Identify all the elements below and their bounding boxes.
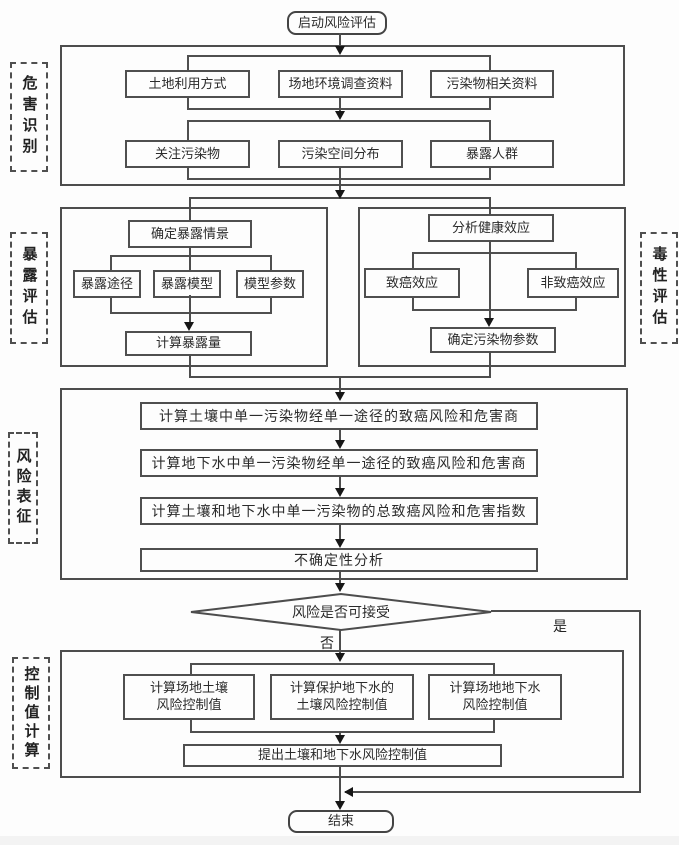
box-groundwater-single-pollutant-risk: 计算地下水中单一污染物经单一途径的致癌风险和危害商 bbox=[140, 449, 538, 477]
connector bbox=[339, 629, 341, 654]
box-total-carcinogenic-risk: 计算土壤和地下水中单一污染物的总致癌风险和危害指数 bbox=[140, 497, 538, 525]
connector bbox=[339, 523, 341, 540]
connector bbox=[489, 240, 491, 319]
connector bbox=[339, 475, 341, 489]
label-control-value-calculation: 控制值计算 bbox=[12, 657, 50, 769]
section-toxicity-assessment bbox=[358, 207, 626, 367]
box-determine-pollutant-parameters: 确定污染物参数 bbox=[430, 327, 556, 353]
box-exposed-population: 暴露人群 bbox=[430, 140, 554, 168]
box-site-soil-control-value: 计算场地土壤 风险控制值 bbox=[123, 674, 255, 720]
arrowhead-down bbox=[335, 190, 345, 199]
connector bbox=[189, 199, 191, 220]
box-determine-exposure-scenario: 确定暴露情景 bbox=[128, 220, 252, 248]
connector bbox=[339, 377, 341, 393]
arrowhead-down bbox=[335, 46, 345, 55]
box-soil-single-pollutant-risk: 计算土壤中单一污染物经单一途径的致癌风险和危害商 bbox=[140, 402, 538, 430]
box-pollution-spatial-distribution: 污染空间分布 bbox=[278, 140, 403, 168]
box-groundwater-protection-soil-control-value: 计算保护地下水的 土壤风险控制值 bbox=[270, 674, 414, 720]
arrowhead-down bbox=[335, 488, 345, 497]
box-land-use: 土地利用方式 bbox=[125, 70, 250, 98]
box-calculate-exposure: 计算暴露量 bbox=[125, 331, 252, 356]
label-toxicity-assessment: 毒性评估 bbox=[640, 232, 678, 344]
connector bbox=[489, 351, 491, 377]
start-node: 启动风险评估 bbox=[287, 11, 387, 35]
box-site-survey-data: 场地环境调查资料 bbox=[278, 70, 403, 98]
box-carcinogenic-effect: 致癌效应 bbox=[364, 268, 460, 298]
arrowhead-down bbox=[335, 735, 345, 744]
arrowhead-down bbox=[335, 111, 345, 120]
arrowhead-down bbox=[335, 801, 345, 810]
connector bbox=[189, 354, 191, 377]
connector-yes-branch bbox=[639, 610, 641, 793]
box-exposure-pathway: 暴露途径 bbox=[73, 270, 141, 298]
label-exposure-assessment: 暴露评估 bbox=[10, 232, 48, 344]
connector bbox=[189, 246, 191, 271]
label-hazard-identification: 危害识别 bbox=[10, 62, 48, 172]
connector-yes-branch bbox=[345, 791, 641, 793]
arrowhead-down bbox=[335, 539, 345, 548]
label-risk-characterization: 风险表征 bbox=[8, 432, 38, 544]
box-uncertainty-analysis: 不确定性分析 bbox=[140, 548, 538, 572]
connector-yes-branch bbox=[491, 610, 641, 612]
diamond-shape bbox=[190, 592, 492, 632]
connector bbox=[189, 295, 191, 323]
box-site-groundwater-control-value: 计算场地地下水 风险控制值 bbox=[428, 674, 562, 720]
box-contaminants-of-concern: 关注污染物 bbox=[125, 140, 250, 168]
connector bbox=[339, 570, 341, 584]
section-risk-characterization bbox=[60, 388, 628, 580]
connector bbox=[339, 428, 341, 441]
section-exposure-assessment bbox=[60, 207, 328, 367]
box-pollutant-data: 污染物相关资料 bbox=[430, 70, 554, 98]
connector bbox=[339, 765, 341, 802]
connector bbox=[339, 731, 341, 736]
decision-risk-acceptable: 风险是否可接受 bbox=[189, 592, 493, 632]
connector bbox=[339, 168, 341, 191]
label-no: 否 bbox=[320, 635, 334, 651]
decision-question: 风险是否可接受 bbox=[292, 604, 390, 620]
box-non-carcinogenic-effect: 非致癌效应 bbox=[527, 268, 619, 298]
section-control-value-calculation bbox=[60, 650, 624, 778]
arrowhead-down bbox=[484, 318, 494, 327]
connector bbox=[489, 199, 491, 215]
connector bbox=[339, 98, 341, 112]
end-node: 结束 bbox=[288, 810, 394, 833]
label-yes: 是 bbox=[553, 618, 567, 634]
arrowhead-down bbox=[335, 653, 345, 662]
box-analyze-health-effects: 分析健康效应 bbox=[428, 214, 554, 242]
arrowhead-left bbox=[344, 787, 353, 797]
arrowhead-down bbox=[184, 322, 194, 331]
arrowhead-down bbox=[335, 440, 345, 449]
box-exposure-model: 暴露模型 bbox=[153, 270, 221, 298]
arrowhead-down bbox=[335, 583, 345, 592]
box-model-parameters: 模型参数 bbox=[236, 270, 304, 298]
connector bbox=[339, 33, 341, 47]
box-propose-control-values: 提出土壤和地下水风险控制值 bbox=[183, 744, 502, 767]
bottom-strip bbox=[0, 836, 679, 845]
arrowhead-down bbox=[335, 392, 345, 401]
